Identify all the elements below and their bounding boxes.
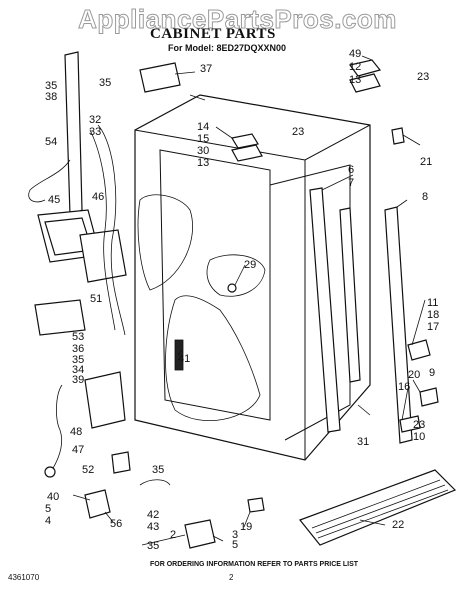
callout-49: 49 (349, 48, 361, 60)
left-parts (28, 51, 216, 549)
callout-11: 11 (427, 297, 438, 309)
callout-23: 23 (417, 71, 429, 83)
callout-19: 19 (240, 521, 252, 533)
callout-35: 35 (99, 77, 111, 89)
callout-36: 36 (72, 343, 84, 355)
callout-15: 15 (197, 133, 209, 145)
callout-22: 22 (392, 519, 404, 531)
watermark: AppliancePartsPros.com (78, 4, 397, 35)
callout-18: 18 (427, 309, 439, 321)
leader-lines (72, 55, 426, 546)
callout-13: 13 (349, 74, 361, 86)
callout-38: 38 (45, 91, 57, 103)
callout-3: 3 (232, 529, 238, 541)
callout-9: 9 (429, 367, 435, 379)
model-subtitle: For Model: 8ED27DQXXN00 (168, 43, 287, 53)
callout-6: 6 (348, 164, 354, 176)
callout-42: 42 (147, 509, 159, 521)
callout-8: 8 (422, 191, 428, 203)
callout-16: 16 (398, 381, 410, 393)
callout-13b: 13 (197, 157, 209, 169)
callout-45: 45 (48, 194, 60, 206)
callout-46: 46 (92, 191, 104, 203)
callout-21: 21 (420, 156, 432, 168)
callout-23c: 23 (413, 419, 425, 431)
callout-43: 43 (147, 521, 159, 533)
callout-labels: 49 12 13 23 37 35 38 35 54 32 33 14 15 3… (45, 48, 439, 552)
callout-51: 51 (90, 293, 102, 305)
document-number: 4361070 (8, 573, 40, 582)
page-number: 2 (229, 573, 234, 582)
callout-35e: 35 (147, 540, 159, 552)
callout-2: 2 (170, 529, 176, 541)
callout-39: 39 (72, 374, 84, 386)
callout-23b: 23 (292, 126, 304, 138)
callout-7: 7 (348, 177, 354, 189)
callout-54: 54 (45, 136, 57, 148)
callout-20: 20 (408, 369, 420, 381)
callout-12: 12 (349, 61, 361, 73)
callout-10: 10 (413, 431, 425, 443)
callout-17: 17 (427, 321, 439, 333)
right-parts (231, 59, 457, 546)
callout-5b: 5 (232, 539, 238, 551)
callout-53: 53 (72, 331, 84, 343)
callout-30: 30 (197, 145, 209, 157)
callout-35d: 35 (152, 464, 164, 476)
callout-5: 5 (45, 503, 51, 515)
callout-40: 40 (47, 491, 59, 503)
callout-48: 48 (70, 426, 82, 438)
callout-4: 4 (45, 515, 51, 527)
callout-37: 37 (200, 63, 212, 75)
callout-32: 32 (89, 114, 101, 126)
callout-29: 29 (244, 259, 256, 271)
callout-14: 14 (197, 121, 209, 133)
callout-56: 56 (110, 518, 122, 530)
callout-35b: 35 (45, 80, 57, 92)
callout-31: 31 (357, 436, 369, 448)
callout-33: 33 (89, 126, 101, 138)
callout-41: 41 (178, 353, 190, 365)
callout-52: 52 (82, 464, 94, 476)
diagram-title: CABINET PARTS (150, 26, 276, 42)
callout-34: 34 (72, 364, 84, 376)
callout-35c: 35 (72, 354, 84, 366)
callout-47: 47 (72, 444, 84, 456)
ordering-note: FOR ORDERING INFORMATION REFER TO PARTS … (150, 561, 359, 568)
